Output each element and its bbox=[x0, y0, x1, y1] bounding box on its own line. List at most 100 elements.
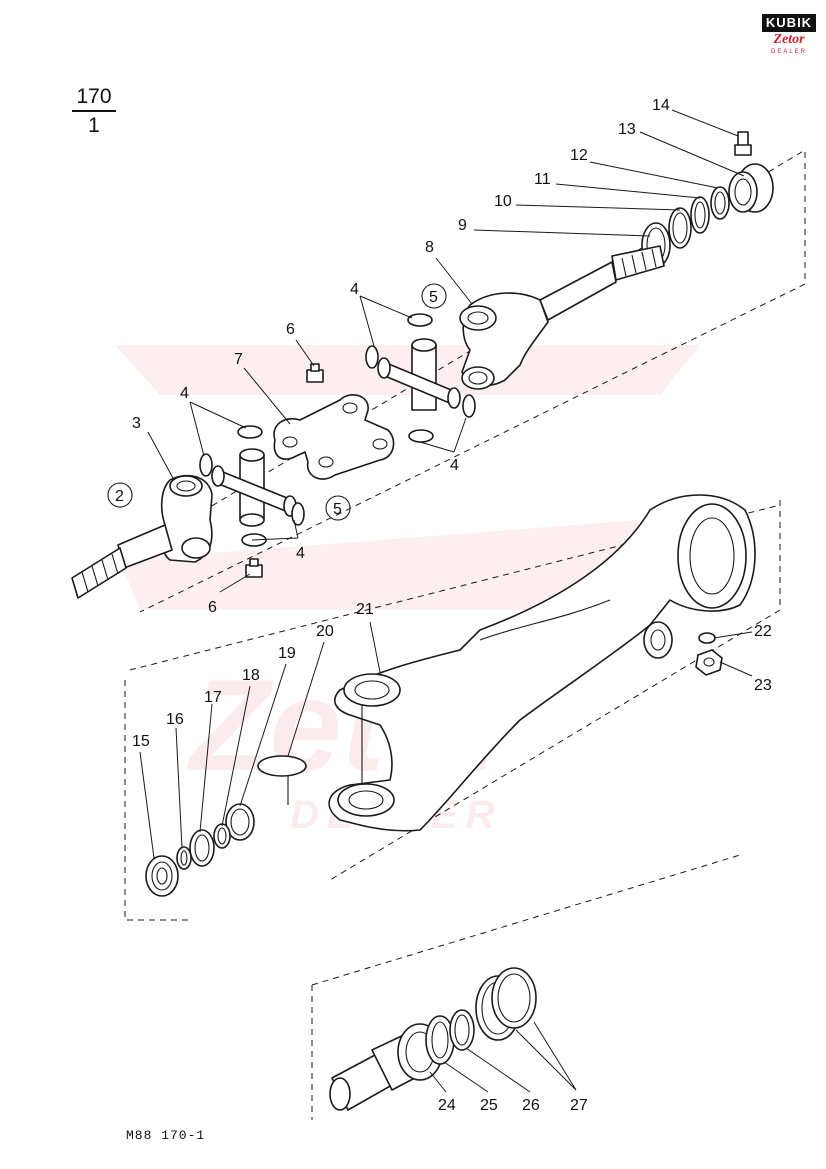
link-7-hole-4 bbox=[318, 456, 334, 468]
part-23-nut bbox=[695, 649, 723, 676]
spline-8-teeth bbox=[621, 248, 657, 277]
bearing-15-outer bbox=[145, 855, 179, 897]
ring-11-outer bbox=[690, 196, 710, 234]
nipple-body bbox=[737, 131, 749, 147]
callout-17: 17 bbox=[204, 689, 222, 706]
washer-22 bbox=[698, 632, 716, 644]
middle-top-dash bbox=[129, 504, 781, 671]
leader-4a bbox=[359, 295, 413, 347]
leader-26 bbox=[465, 1047, 531, 1093]
watermark-band-2 bbox=[120, 520, 640, 610]
leader-19 bbox=[239, 663, 287, 807]
dealer-logo: KUBIK Zetor DEALER bbox=[762, 14, 816, 60]
ring-4-lower-top bbox=[237, 425, 263, 439]
housing-21-body bbox=[328, 494, 756, 832]
callout-4d: 4 bbox=[296, 545, 305, 562]
bushing-face bbox=[728, 171, 758, 213]
ring-26-inner bbox=[454, 1014, 470, 1046]
callout-6a: 6 bbox=[286, 321, 295, 338]
logo-sub: Zetor bbox=[773, 32, 805, 47]
part-21-axle-housing bbox=[328, 494, 756, 832]
fitting-6-lower-tip bbox=[249, 558, 259, 567]
fitting-6-upper-tip bbox=[310, 363, 320, 372]
nut-23-hole bbox=[703, 657, 715, 667]
leader-9 bbox=[473, 229, 651, 237]
callout-12: 12 bbox=[570, 147, 588, 164]
circle-2 bbox=[107, 482, 133, 508]
shaft-8-body bbox=[539, 261, 617, 321]
part-19-circlip bbox=[225, 803, 255, 841]
part-18-ring bbox=[213, 823, 231, 849]
leader-20 bbox=[287, 641, 325, 757]
lower-cross-spider bbox=[199, 425, 305, 547]
leader-4b bbox=[419, 417, 467, 453]
callout-11: 11 bbox=[534, 171, 551, 188]
callout-15: 15 bbox=[132, 733, 150, 750]
yoke-8-bore-bottom bbox=[468, 371, 488, 385]
part-20-cover bbox=[257, 755, 307, 805]
cross-upper-cap-top bbox=[411, 338, 437, 352]
lower-dash-border bbox=[311, 854, 741, 1120]
yoke-8-bore-top bbox=[467, 311, 489, 325]
callout-25: 25 bbox=[480, 1097, 498, 1114]
seal-17-outer bbox=[189, 829, 215, 867]
nipple-hex bbox=[734, 144, 752, 156]
yoke-3-eye-bottom bbox=[181, 537, 211, 559]
cross-lower-cap-left bbox=[211, 465, 225, 487]
callout-4a: 4 bbox=[350, 281, 359, 298]
ring-4-upper-top bbox=[407, 313, 433, 327]
seal-10-outer bbox=[668, 207, 692, 249]
part-15-bearing bbox=[145, 855, 179, 897]
callout-18: 18 bbox=[242, 667, 260, 684]
leader-10 bbox=[515, 204, 681, 211]
callout-26: 26 bbox=[522, 1097, 540, 1114]
callout-14: 14 bbox=[652, 97, 670, 114]
leader-12 bbox=[589, 161, 719, 189]
callout-5b: 5 bbox=[333, 501, 342, 518]
leader-6a bbox=[295, 339, 315, 367]
part-12-ring bbox=[710, 186, 730, 220]
ring-16-outer bbox=[176, 846, 192, 870]
cross-lower-cap-top bbox=[239, 448, 265, 462]
link-7-hole-2 bbox=[342, 402, 358, 414]
part-17-seal bbox=[189, 829, 215, 867]
callout-8: 8 bbox=[425, 239, 434, 256]
callout-6b: 6 bbox=[208, 599, 217, 616]
ring-27b-inner bbox=[497, 973, 531, 1023]
link-7-hole-3 bbox=[372, 438, 388, 450]
ring-12-inner bbox=[714, 191, 726, 215]
link-7-body bbox=[273, 394, 395, 480]
housing-21-eye-bottom bbox=[337, 783, 395, 817]
callout-7: 7 bbox=[234, 351, 243, 368]
ring-16-inner bbox=[180, 850, 188, 866]
cross-upper-cap-right bbox=[447, 387, 461, 409]
seal-10-inner bbox=[672, 212, 688, 244]
part-7-center-link bbox=[273, 394, 395, 480]
yoke-3-bore-top bbox=[176, 480, 196, 492]
ring-4-upper-left bbox=[365, 345, 379, 369]
cross-upper-cap-left bbox=[377, 357, 391, 379]
bearing-15-bore bbox=[156, 867, 168, 885]
part-8-yoke-shaft bbox=[459, 245, 665, 390]
leader-6b bbox=[219, 573, 251, 593]
callout-13: 13 bbox=[618, 121, 636, 138]
part-13-bushing bbox=[728, 163, 774, 213]
circled-markers bbox=[107, 283, 447, 521]
yoke-8-eye-top bbox=[459, 305, 497, 331]
callout-27: 27 bbox=[570, 1097, 588, 1114]
ring-27b-outer bbox=[491, 967, 537, 1029]
yoke-8-eye-bottom bbox=[461, 366, 495, 390]
leader-14 bbox=[671, 109, 739, 137]
circle-5b bbox=[325, 495, 351, 521]
circle-5a bbox=[421, 283, 447, 309]
cross-lower-cap-bottom bbox=[239, 513, 265, 527]
housing-21-boss bbox=[643, 621, 673, 659]
housing-21-bore-bottom bbox=[348, 790, 384, 810]
bushing-bore bbox=[734, 178, 752, 206]
nut-23 bbox=[695, 649, 723, 676]
lower-assembly-outline bbox=[311, 854, 741, 1120]
logo-tag: DEALER bbox=[770, 49, 807, 55]
ring-18-inner bbox=[217, 827, 227, 845]
part-14-grease-nipple bbox=[734, 131, 752, 156]
